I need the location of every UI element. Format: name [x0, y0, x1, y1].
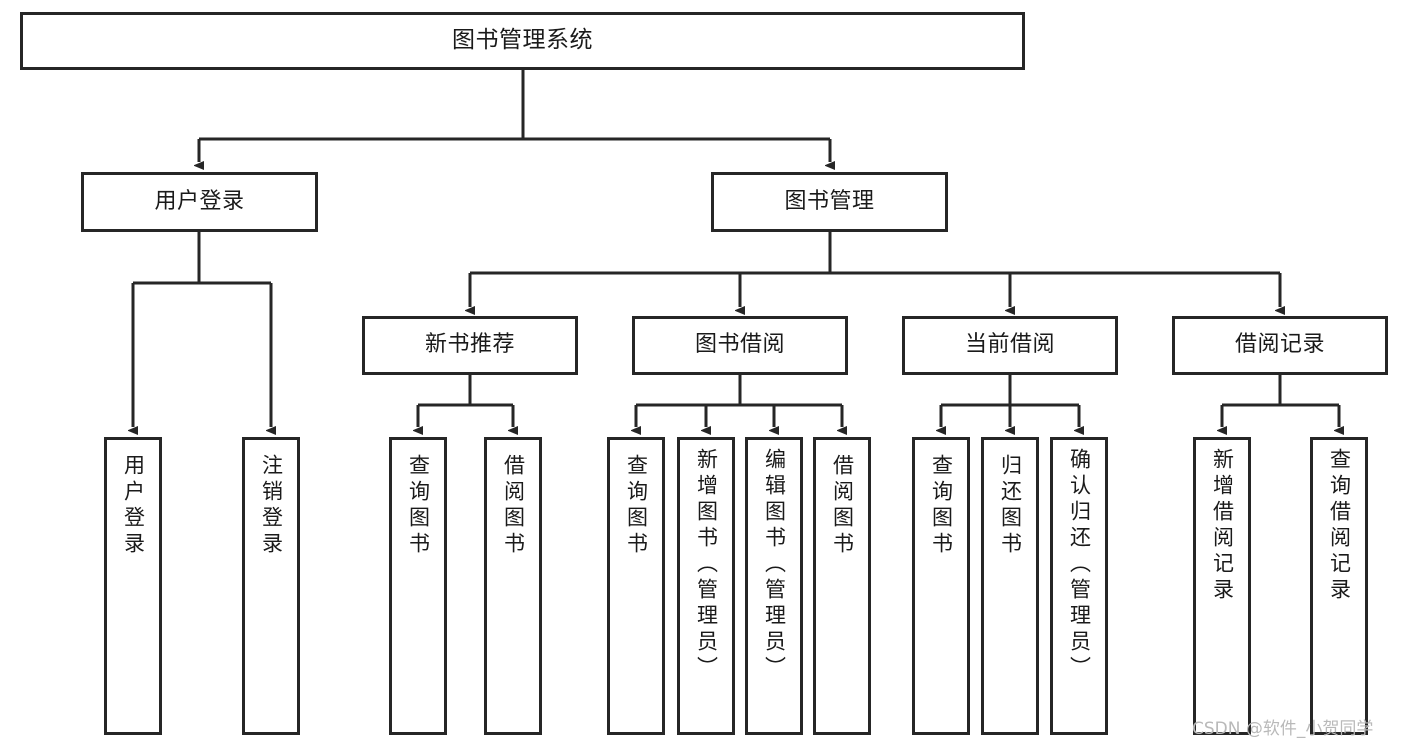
node-book-management[interactable]: 图书管理	[711, 172, 948, 232]
leaf-query-book-borrow[interactable]: 查询图书	[607, 437, 665, 735]
node-label: 查询图书	[406, 454, 431, 558]
node-label: 编辑图书（管理员）	[762, 448, 787, 682]
node-label: 归还图书	[998, 454, 1023, 558]
node-label: 查询借阅记录	[1327, 448, 1352, 604]
csdn-watermark: CSDN @软件_小贺同学	[1192, 719, 1374, 739]
leaf-user-login[interactable]: 用户登录	[104, 437, 162, 735]
leaf-edit-book-admin[interactable]: 编辑图书（管理员）	[745, 437, 803, 735]
node-borrow-record[interactable]: 借阅记录	[1172, 316, 1388, 375]
node-label: 借阅图书	[830, 454, 855, 558]
node-label: 用户登录	[121, 454, 146, 558]
node-current-borrowing[interactable]: 当前借阅	[902, 316, 1118, 375]
node-label: 新增借阅记录	[1210, 448, 1235, 604]
node-label: 查询图书	[929, 454, 954, 558]
node-label: 借阅图书	[501, 454, 526, 558]
node-root-book-management-system[interactable]: 图书管理系统	[20, 12, 1025, 70]
leaf-confirm-return-admin[interactable]: 确认归还（管理员）	[1050, 437, 1108, 735]
node-label: 确认归还（管理员）	[1067, 448, 1092, 682]
node-label: 图书管理	[784, 188, 875, 214]
leaf-return-book[interactable]: 归还图书	[981, 437, 1039, 735]
node-label: 借阅记录	[1234, 332, 1325, 358]
node-label: 查询图书	[624, 454, 649, 558]
node-label: 注销登录	[259, 454, 284, 558]
node-user-login[interactable]: 用户登录	[81, 172, 318, 232]
leaf-query-borrow-record[interactable]: 查询借阅记录	[1310, 437, 1368, 735]
node-label: 当前借阅	[964, 332, 1055, 358]
node-label: 用户登录	[154, 188, 245, 214]
node-new-book-recommendation[interactable]: 新书推荐	[362, 316, 578, 375]
leaf-query-book-current[interactable]: 查询图书	[912, 437, 970, 735]
node-label: 新增图书（管理员）	[694, 448, 719, 682]
node-label: 图书借阅	[694, 332, 785, 358]
leaf-borrow-book-new[interactable]: 借阅图书	[484, 437, 542, 735]
node-label: 图书管理系统	[452, 27, 593, 54]
leaf-logout[interactable]: 注销登录	[242, 437, 300, 735]
leaf-borrow-book[interactable]: 借阅图书	[813, 437, 871, 735]
node-book-borrowing[interactable]: 图书借阅	[632, 316, 848, 375]
node-label: 新书推荐	[424, 332, 515, 358]
leaf-query-book-new[interactable]: 查询图书	[389, 437, 447, 735]
leaf-add-book-admin[interactable]: 新增图书（管理员）	[677, 437, 735, 735]
leaf-add-borrow-record[interactable]: 新增借阅记录	[1193, 437, 1251, 735]
